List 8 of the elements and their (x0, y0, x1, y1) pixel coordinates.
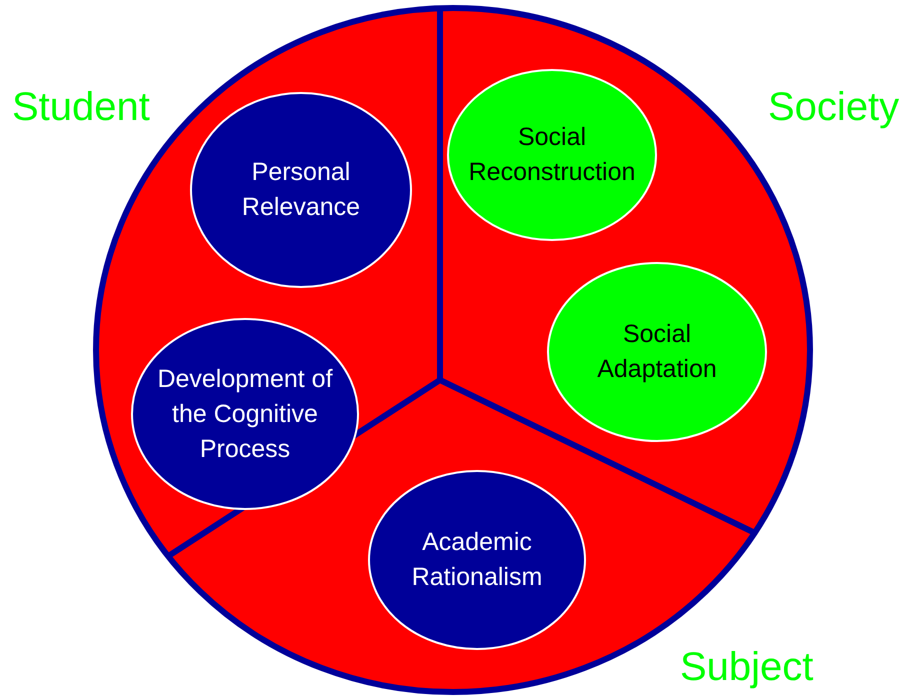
circle-label: Social Adaptation (596, 319, 718, 385)
circle-label: Social Reconstruction (468, 122, 636, 188)
category-label: Subject (680, 644, 814, 690)
category-label: Society (768, 84, 900, 130)
circle-label: Development of the Cognitive Process (156, 364, 334, 464)
category-label: Student (12, 84, 150, 130)
circle-label: Personal Relevance (240, 157, 362, 223)
circle-label: Academic Rationalism (410, 527, 544, 593)
